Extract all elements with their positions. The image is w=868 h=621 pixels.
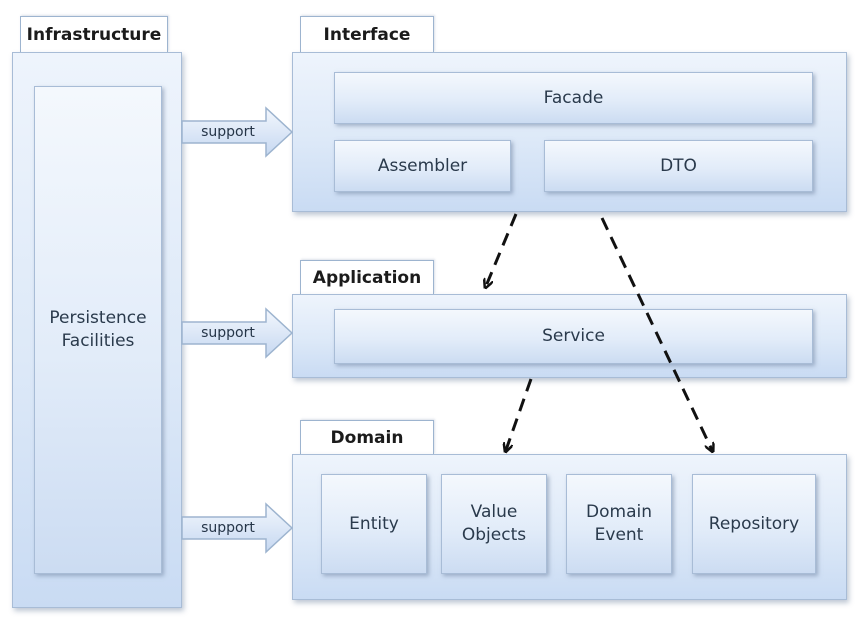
domain-event-label: Domain Event xyxy=(586,502,652,545)
facade-box: Facade xyxy=(334,72,813,124)
domain-event-box: Domain Event xyxy=(566,474,672,574)
support-arrow-application xyxy=(181,307,294,359)
facade-label: Facade xyxy=(543,87,604,108)
entity-label: Entity xyxy=(349,513,399,534)
entity-box: Entity xyxy=(321,474,427,574)
persistence-facilities-box: Persistence Facilities xyxy=(34,86,162,574)
dashed-arrow-interface-to-repository xyxy=(600,217,712,450)
repository-box: Repository xyxy=(692,474,816,574)
domain-tab: Domain xyxy=(300,420,434,454)
repository-label: Repository xyxy=(708,513,800,534)
support-arrow-domain xyxy=(181,502,294,554)
interface-tab: Interface xyxy=(300,16,434,52)
support-label-domain: support xyxy=(201,520,255,536)
application-tab: Application xyxy=(300,260,434,294)
assembler-label: Assembler xyxy=(377,155,468,176)
service-box: Service xyxy=(334,309,813,364)
dashed-arrow-service-to-value-objects xyxy=(506,378,533,450)
dto-label: DTO xyxy=(660,155,697,176)
value-objects-box: Value Objects xyxy=(441,474,547,574)
persistence-facilities-label: Persistence Facilities xyxy=(49,308,147,351)
support-label-application: support xyxy=(201,325,255,341)
value-objects-label: Value Objects xyxy=(461,502,527,545)
support-arrow-interface xyxy=(181,106,294,158)
assembler-box: Assembler xyxy=(334,140,511,192)
service-label: Service xyxy=(542,326,605,347)
support-label-interface: support xyxy=(201,124,255,140)
infrastructure-tab: Infrastructure xyxy=(20,16,168,52)
dto-box: DTO xyxy=(544,140,813,192)
dashed-arrow-interface-to-application xyxy=(486,213,518,286)
